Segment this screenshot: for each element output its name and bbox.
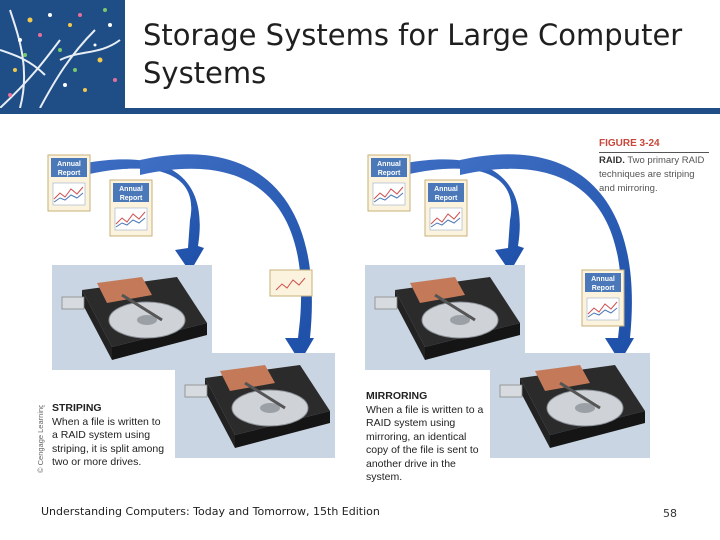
footer-book-title: Understanding Computers: Today and Tomor… [41,505,380,518]
svg-text:Annual: Annual [591,276,615,283]
mirroring-panel: Annual Report Annual Report Annual Repor… [363,154,652,460]
svg-text:Annual: Annual [434,186,458,193]
figure-number: FIGURE 3-24 [599,137,709,153]
mirroring-heading: MIRRORING [366,390,428,402]
svg-text:Annual: Annual [119,186,143,193]
svg-text:Report: Report [58,170,81,177]
striping-description: STRIPING When a file is written to a RAI… [52,402,167,470]
svg-text:Annual: Annual [57,161,81,168]
caption-body: Two primary RAID techniques are striping… [599,155,705,194]
striping-text: When a file is written to a RAID system … [52,415,165,469]
slide-title: Storage Systems for Large Computer Syste… [143,18,683,90]
page-number: 58 [663,507,677,520]
title-divider [0,108,720,114]
figure-caption: FIGURE 3-24 RAID. Two primary RAID techn… [599,137,709,196]
svg-text:Report: Report [592,285,615,292]
image-credit: © Cengage Learning [36,405,45,473]
mirroring-text: When a file is written to a RAID system … [366,403,484,484]
decorative-tree-artwork [0,0,125,108]
svg-text:Report: Report [435,195,458,202]
svg-text:Annual: Annual [377,161,401,168]
svg-text:© Cengage Learning: © Cengage Learning [36,405,45,473]
svg-text:Report: Report [120,195,143,202]
caption-heading: RAID. [599,155,625,166]
striping-heading: STRIPING [52,402,102,414]
striping-panel: Annual Report Annual Report [47,154,337,460]
mirroring-description: MIRRORING When a file is written to a RA… [366,390,484,485]
svg-text:Report: Report [378,170,401,177]
raid-figure: Annual Report Annual Report Annual Repor… [47,154,652,460]
